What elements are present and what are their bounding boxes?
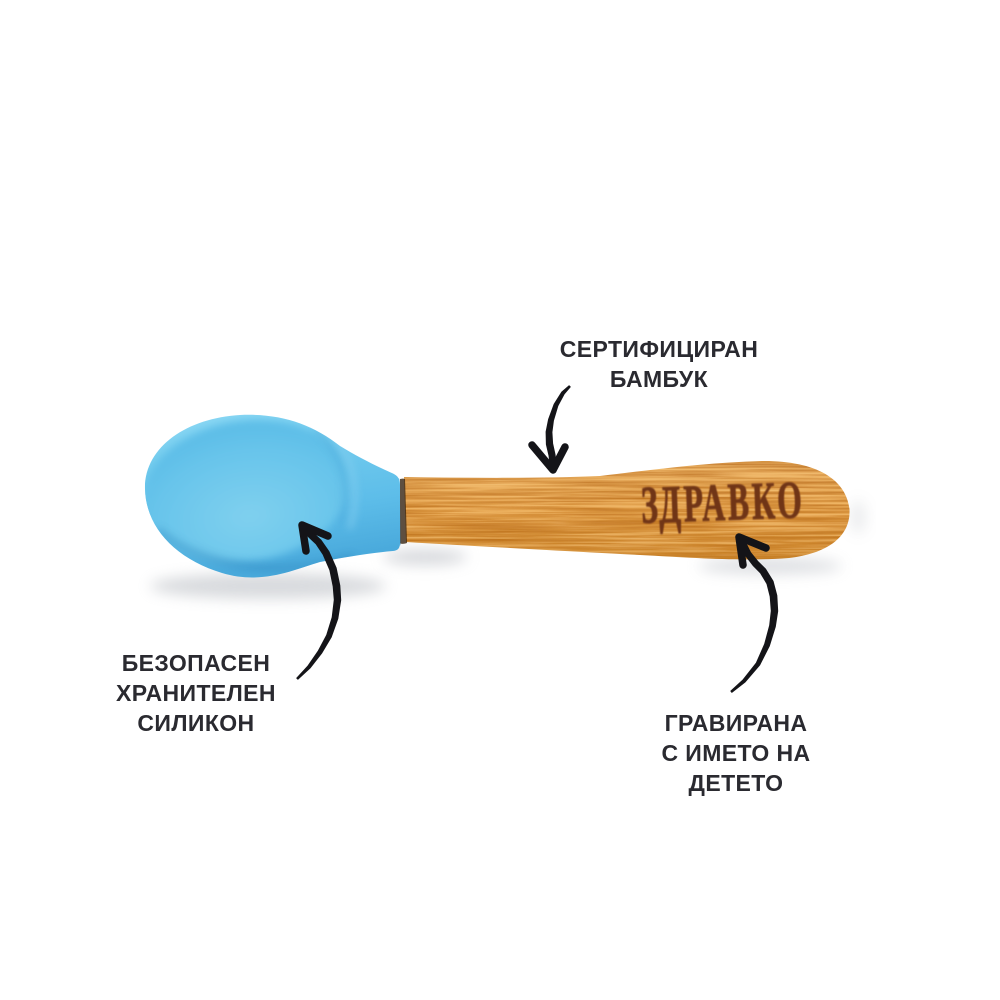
svg-text:ЗДРАВКО: ЗДРАВКО <box>640 470 806 535</box>
